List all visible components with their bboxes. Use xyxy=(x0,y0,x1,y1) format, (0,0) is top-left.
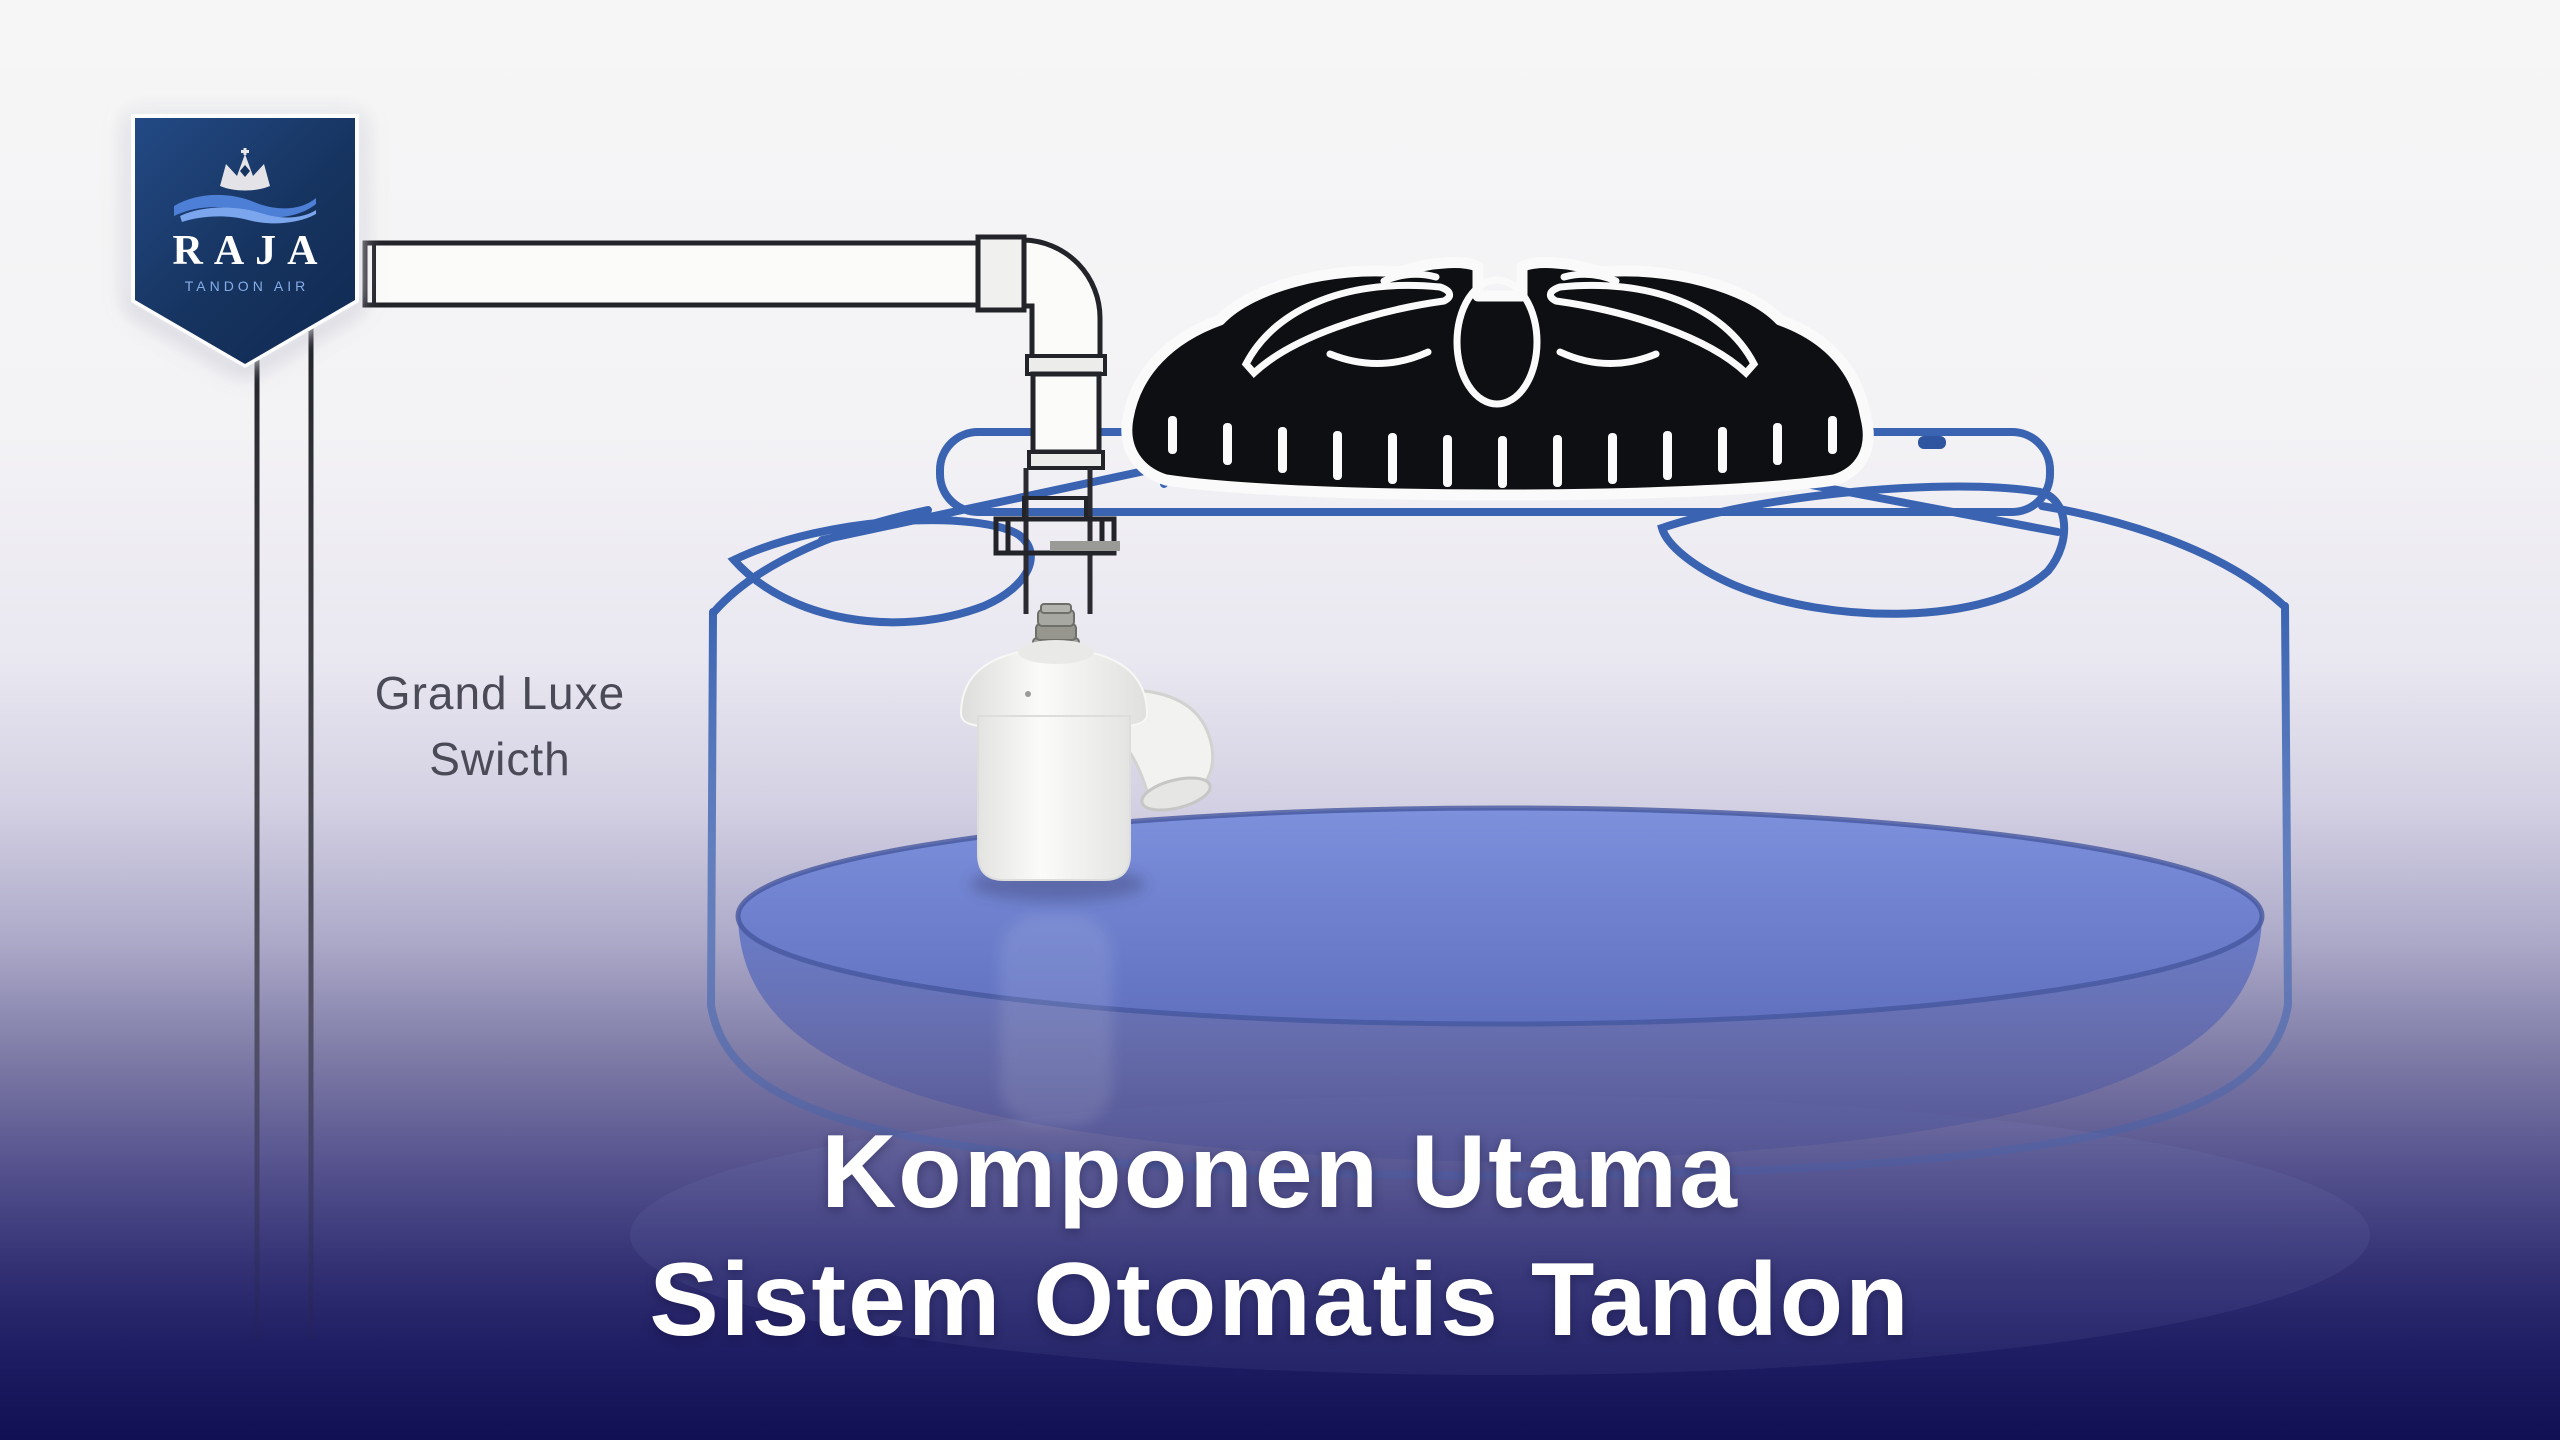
supply-pipe xyxy=(362,234,1120,670)
floor-reflection xyxy=(630,1095,2370,1375)
component-label: Grand Luxe Swicth xyxy=(300,660,700,792)
valve-body xyxy=(977,715,1131,881)
water-surface xyxy=(735,805,2265,1027)
component-label-line1: Grand Luxe xyxy=(374,667,626,719)
logo-tagline-text: TANDON AIR xyxy=(184,278,310,294)
pipe-bracket xyxy=(993,496,1120,556)
valve-detail-dot xyxy=(1025,691,1031,697)
cap-ribs xyxy=(1168,416,1837,488)
pipe-coupling xyxy=(975,234,1027,313)
pipe-elbow xyxy=(1021,237,1103,363)
component-label-line2: Swicth xyxy=(429,733,571,785)
valve-spout-mouth xyxy=(1140,776,1212,812)
slide-title-line2: Sistem Otomatis Tandon xyxy=(649,1242,1911,1358)
slide-title-line1: Komponen Utama xyxy=(821,1114,1739,1230)
logo-brand-text: RAJA xyxy=(172,228,329,274)
float-valve xyxy=(959,640,1215,1125)
logo-badge: RAJA TANDON AIR xyxy=(135,118,355,364)
elbow-band xyxy=(1025,354,1107,376)
cap-body xyxy=(1121,257,1874,501)
wall-left xyxy=(706,608,1504,1180)
water-wave-icon xyxy=(174,194,316,224)
pipe-band-2 xyxy=(1027,450,1105,470)
handle-right xyxy=(1657,482,2069,618)
tank-cap xyxy=(1121,257,1874,501)
valve-top-dome xyxy=(959,647,1149,727)
cap-petal-details xyxy=(1241,270,1759,408)
slide-title: Komponen Utama Sistem Otomatis Tandon xyxy=(0,1108,2560,1364)
wall-right xyxy=(1496,602,2293,1180)
brand-logo: RAJA TANDON AIR xyxy=(131,114,359,368)
pipe-horizontal xyxy=(362,240,981,308)
rim-vent xyxy=(1918,436,1946,449)
valve-neck xyxy=(1018,640,1094,664)
handle-left xyxy=(727,516,1035,627)
crown-icon xyxy=(220,148,270,191)
dome-right xyxy=(2038,502,2288,610)
valve-reflection xyxy=(1000,915,1112,1125)
pipe-vertical xyxy=(1030,371,1102,455)
